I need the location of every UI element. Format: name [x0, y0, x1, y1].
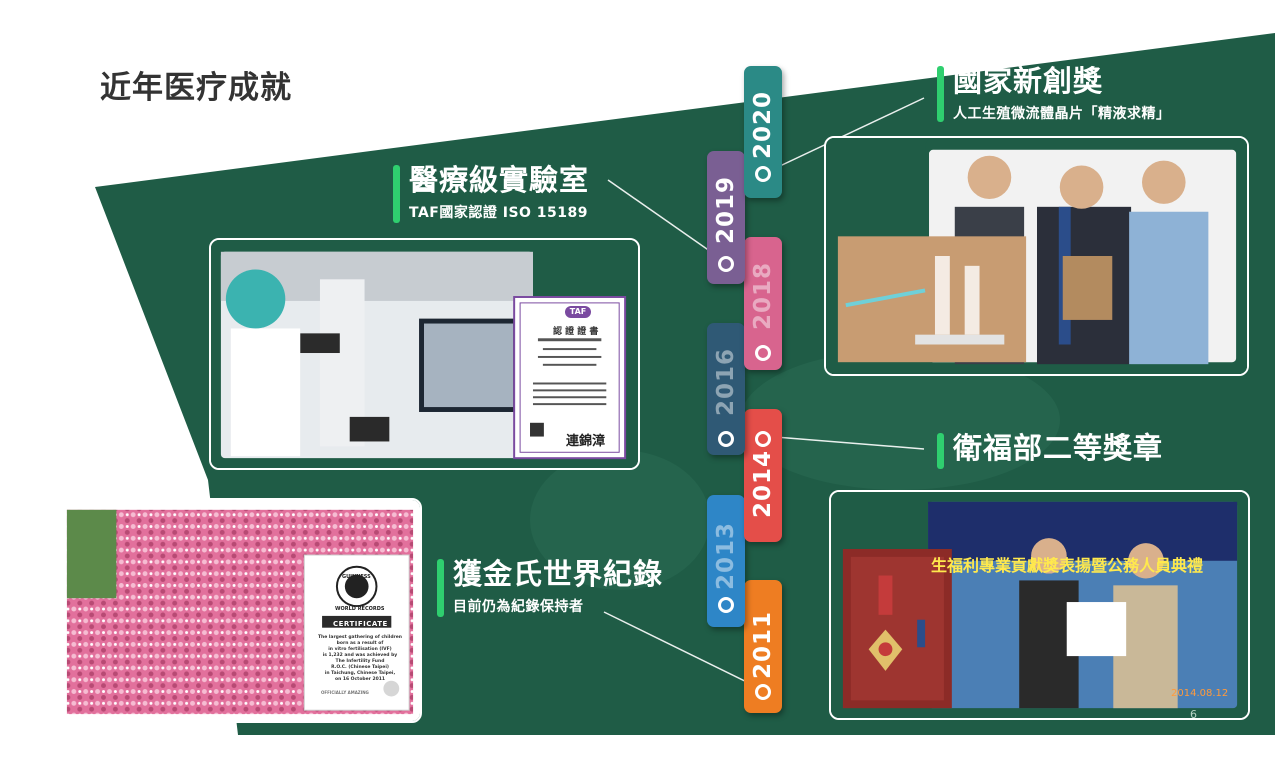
- award-innovation-title: 國家新創獎: [953, 64, 1104, 98]
- award-lab-subtitle: TAF國家認證 ISO 15189: [409, 204, 589, 221]
- award-guinness-subtitle: 目前仍為紀錄保持者: [453, 598, 584, 615]
- ceremony-banner: 生福利專業貢獻獎表揚暨公務人員典禮: [931, 556, 1204, 575]
- award-lab-title: 醫療級實驗室: [409, 163, 590, 197]
- year-label-2016: 2016: [713, 347, 739, 417]
- certificate-signature: 連錦漳: [566, 434, 606, 449]
- award-guinness: 獲金氏世界紀錄 目前仍為紀錄保持者: [437, 557, 664, 617]
- award-medal-title: 衛福部二等獎章: [953, 431, 1164, 465]
- photo-date-stamp: 2014.08.12: [1171, 688, 1229, 699]
- year-dot-2013: [718, 597, 734, 613]
- award-lab: 醫療級實驗室 TAF國家認證 ISO 15189: [393, 163, 590, 223]
- guinness-logo-top: GUINNESS: [342, 574, 371, 580]
- accent-bar: [937, 66, 944, 122]
- photo-lab: TAF 認 證 證 書 連錦漳: [209, 238, 640, 470]
- year-label-2013: 2013: [713, 521, 739, 591]
- guinness-body-line: born as a result of: [336, 641, 384, 646]
- year-dot-2020: [755, 166, 771, 182]
- guinness-footer: OFFICIALLY AMAZING: [321, 690, 369, 695]
- year-dot-2019: [718, 256, 734, 272]
- photo-lab-image: [211, 240, 638, 468]
- year-tab-2014: 2014: [744, 409, 782, 542]
- photo-medal-image: [831, 492, 1248, 718]
- accent-bar: [437, 559, 444, 617]
- photo-innovation-award: [824, 136, 1249, 376]
- year-label-2019: 2019: [713, 175, 739, 245]
- year-tab-2016: 2016: [707, 323, 745, 455]
- guinness-certificate-body: The largest gathering of children born a…: [311, 635, 409, 683]
- year-label-2011: 2011: [750, 610, 776, 680]
- guinness-body-line: R.O.C. (Chinese Taipei): [331, 665, 389, 670]
- year-dot-2011: [755, 684, 771, 700]
- photo-award-ceremony-image: [826, 138, 1247, 374]
- accent-bar: [937, 433, 944, 469]
- award-medal: 衛福部二等獎章: [937, 431, 1164, 469]
- photo-guinness: GUINNESS WORLD RECORDS CERTIFICATE The l…: [57, 498, 422, 723]
- year-label-2020: 2020: [750, 90, 776, 160]
- year-dot-2016: [718, 431, 734, 447]
- year-tab-2020: 2020: [744, 66, 782, 198]
- year-tab-2011: 2011: [744, 580, 782, 713]
- award-innovation: 國家新創獎 人工生殖微流體晶片「精液求精」: [937, 64, 1171, 123]
- guinness-body-line: in vitro fertilisation (IVF): [328, 647, 392, 652]
- guinness-body-line: The Infertility Fund: [335, 659, 385, 664]
- page-number: 6: [1190, 708, 1197, 721]
- year-dot-2014: [755, 431, 771, 447]
- guinness-certificate-heading: CERTIFICATE: [333, 620, 388, 628]
- guinness-logo-bottom: WORLD RECORDS: [335, 606, 385, 612]
- guinness-body-line: The largest gathering of children: [317, 635, 403, 640]
- photo-medal: 生福利專業貢獻獎表揚暨公務人員典禮 2014.08.12: [829, 490, 1250, 720]
- year-label-2014: 2014: [750, 449, 776, 519]
- year-tab-2018: 2018: [744, 237, 782, 370]
- accent-bar: [393, 165, 400, 223]
- award-guinness-title: 獲金氏世界紀錄: [453, 557, 664, 591]
- award-innovation-subtitle: 人工生殖微流體晶片「精液求精」: [953, 105, 1171, 122]
- year-dot-2018: [755, 345, 771, 361]
- year-tab-2019: 2019: [707, 151, 745, 284]
- year-label-2018: 2018: [750, 261, 776, 331]
- photo-guinness-image: [59, 500, 420, 721]
- guinness-body-line: is 1,232 and was achieved by: [322, 653, 398, 658]
- year-tab-2013: 2013: [707, 495, 745, 627]
- page-title: 近年医疗成就: [100, 70, 292, 106]
- guinness-body-line: in Taichung, Chinese Taipei,: [324, 671, 396, 676]
- taf-logo: TAF: [565, 306, 591, 318]
- certificate-title: 認 證 證 書: [553, 327, 599, 337]
- guinness-body-line: on 16 October 2011: [334, 677, 385, 682]
